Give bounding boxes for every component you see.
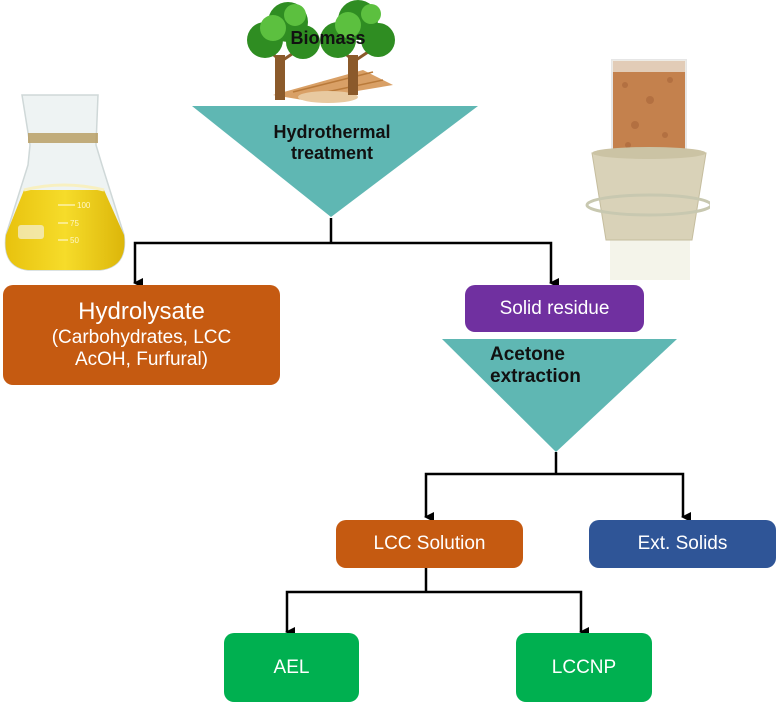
lccnp-label: LCCNP bbox=[551, 656, 617, 678]
flask-mark-50: 50 bbox=[70, 236, 79, 245]
hydrothermal-line1: Hydrothermal bbox=[273, 122, 391, 142]
filter-funnel-residue-icon bbox=[585, 59, 710, 280]
ext-solids-label: Ext. Solids bbox=[637, 533, 728, 554]
arrow-to-lccnp bbox=[426, 590, 589, 637]
hydrothermal-treatment-label: Hydrothermal treatment bbox=[232, 122, 432, 163]
arrow-to-solid-residue bbox=[331, 241, 559, 288]
arrow-to-ext-solids bbox=[556, 472, 691, 522]
acetone-extraction-label: Acetone extraction bbox=[490, 344, 630, 388]
lcc-solution-node: LCC Solution bbox=[336, 520, 523, 568]
hydrolysate-components-line2: AcOH, Furfural) bbox=[74, 349, 209, 371]
arrow-to-hydrolysate bbox=[133, 241, 331, 288]
acetone-line2: extraction bbox=[490, 365, 581, 387]
ext-solids-node: Ext. Solids bbox=[589, 520, 776, 568]
acetone-line1: Acetone bbox=[490, 344, 565, 365]
arrow-to-lcc-solution bbox=[424, 472, 556, 522]
lcc-solution-label: LCC Solution bbox=[373, 533, 486, 554]
flask-mark-100: 100 bbox=[77, 201, 91, 210]
ael-node: AEL bbox=[224, 633, 359, 702]
trees-icon bbox=[247, 0, 395, 103]
flask-mark-75: 75 bbox=[70, 219, 79, 228]
hydrolysate-node: Hydrolysate (Carbohydrates, LCC AcOH, Fu… bbox=[3, 285, 280, 385]
lccnp-node: LCCNP bbox=[516, 633, 652, 702]
biomass-label: Biomass bbox=[290, 28, 366, 48]
solid-residue-node: Solid residue bbox=[465, 285, 644, 332]
hydrothermal-treatment-triangle bbox=[192, 106, 478, 217]
ael-label: AEL bbox=[273, 656, 310, 678]
hydrolysate-components-line1: (Carbohydrates, LCC bbox=[51, 326, 232, 348]
hydrothermal-line2: treatment bbox=[290, 142, 374, 163]
arrow-to-ael bbox=[285, 590, 426, 637]
solid-residue-label: Solid residue bbox=[499, 297, 610, 319]
hydrolysate-title: Hydrolysate bbox=[78, 297, 205, 325]
acetone-extraction-triangle bbox=[442, 339, 677, 452]
erlenmeyer-flask-icon: 100 75 50 bbox=[4, 94, 126, 271]
